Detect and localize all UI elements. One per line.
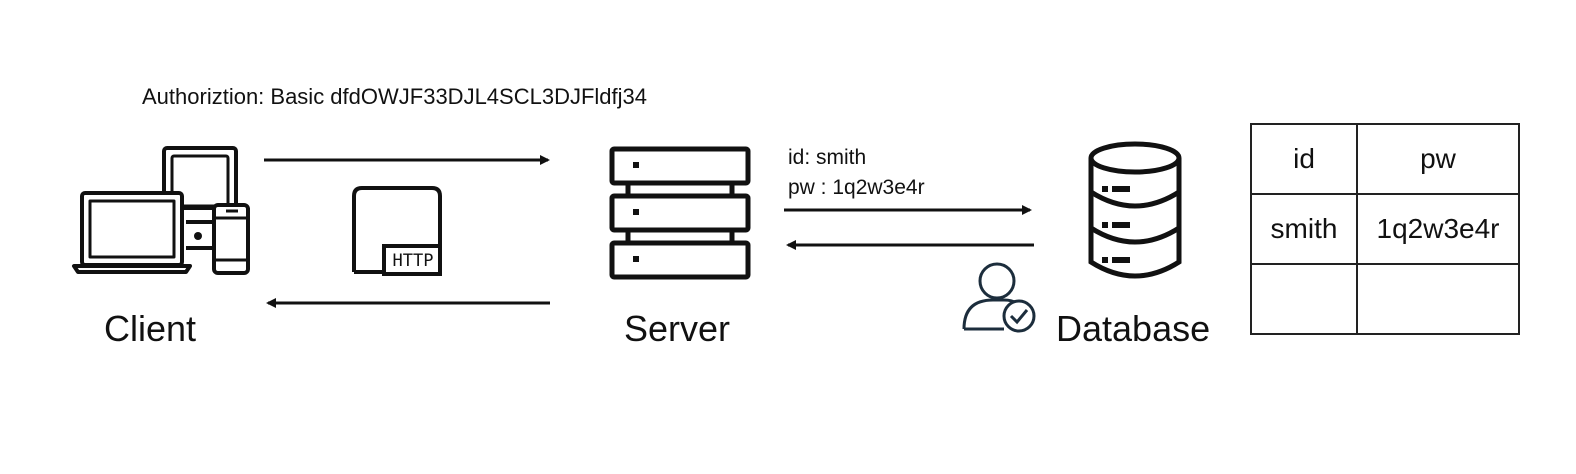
database-label: Database xyxy=(1056,308,1211,349)
table-header-row: id pw xyxy=(1250,123,1520,195)
table-row: smith 1q2w3e4r xyxy=(1250,193,1520,265)
table-cell xyxy=(1250,263,1358,335)
table-cell: smith xyxy=(1250,193,1358,265)
authorization-header-label: Authoriztion: Basic dfdOWJF33DJL4SCL3DJF… xyxy=(142,84,647,109)
credential-pw-line: pw : 1q2w3e4r xyxy=(788,176,925,199)
database-icon xyxy=(1088,141,1182,279)
user-verified-icon xyxy=(962,262,1036,333)
client-label: Client xyxy=(104,308,197,349)
server-rack-icon xyxy=(609,146,751,280)
http-document-icon xyxy=(352,186,442,276)
table-cell: 1q2w3e4r xyxy=(1356,193,1520,265)
devices-icon xyxy=(72,146,250,275)
database-table: id pw smith 1q2w3e4r xyxy=(1250,123,1520,335)
credential-id-line: id: smith xyxy=(788,146,867,169)
table-header-cell: id xyxy=(1250,123,1358,195)
table-cell xyxy=(1356,263,1520,335)
table-header-cell: pw xyxy=(1356,123,1520,195)
server-label: Server xyxy=(624,308,731,349)
table-row xyxy=(1250,263,1520,335)
http-badge-label: HTTP xyxy=(392,251,434,271)
